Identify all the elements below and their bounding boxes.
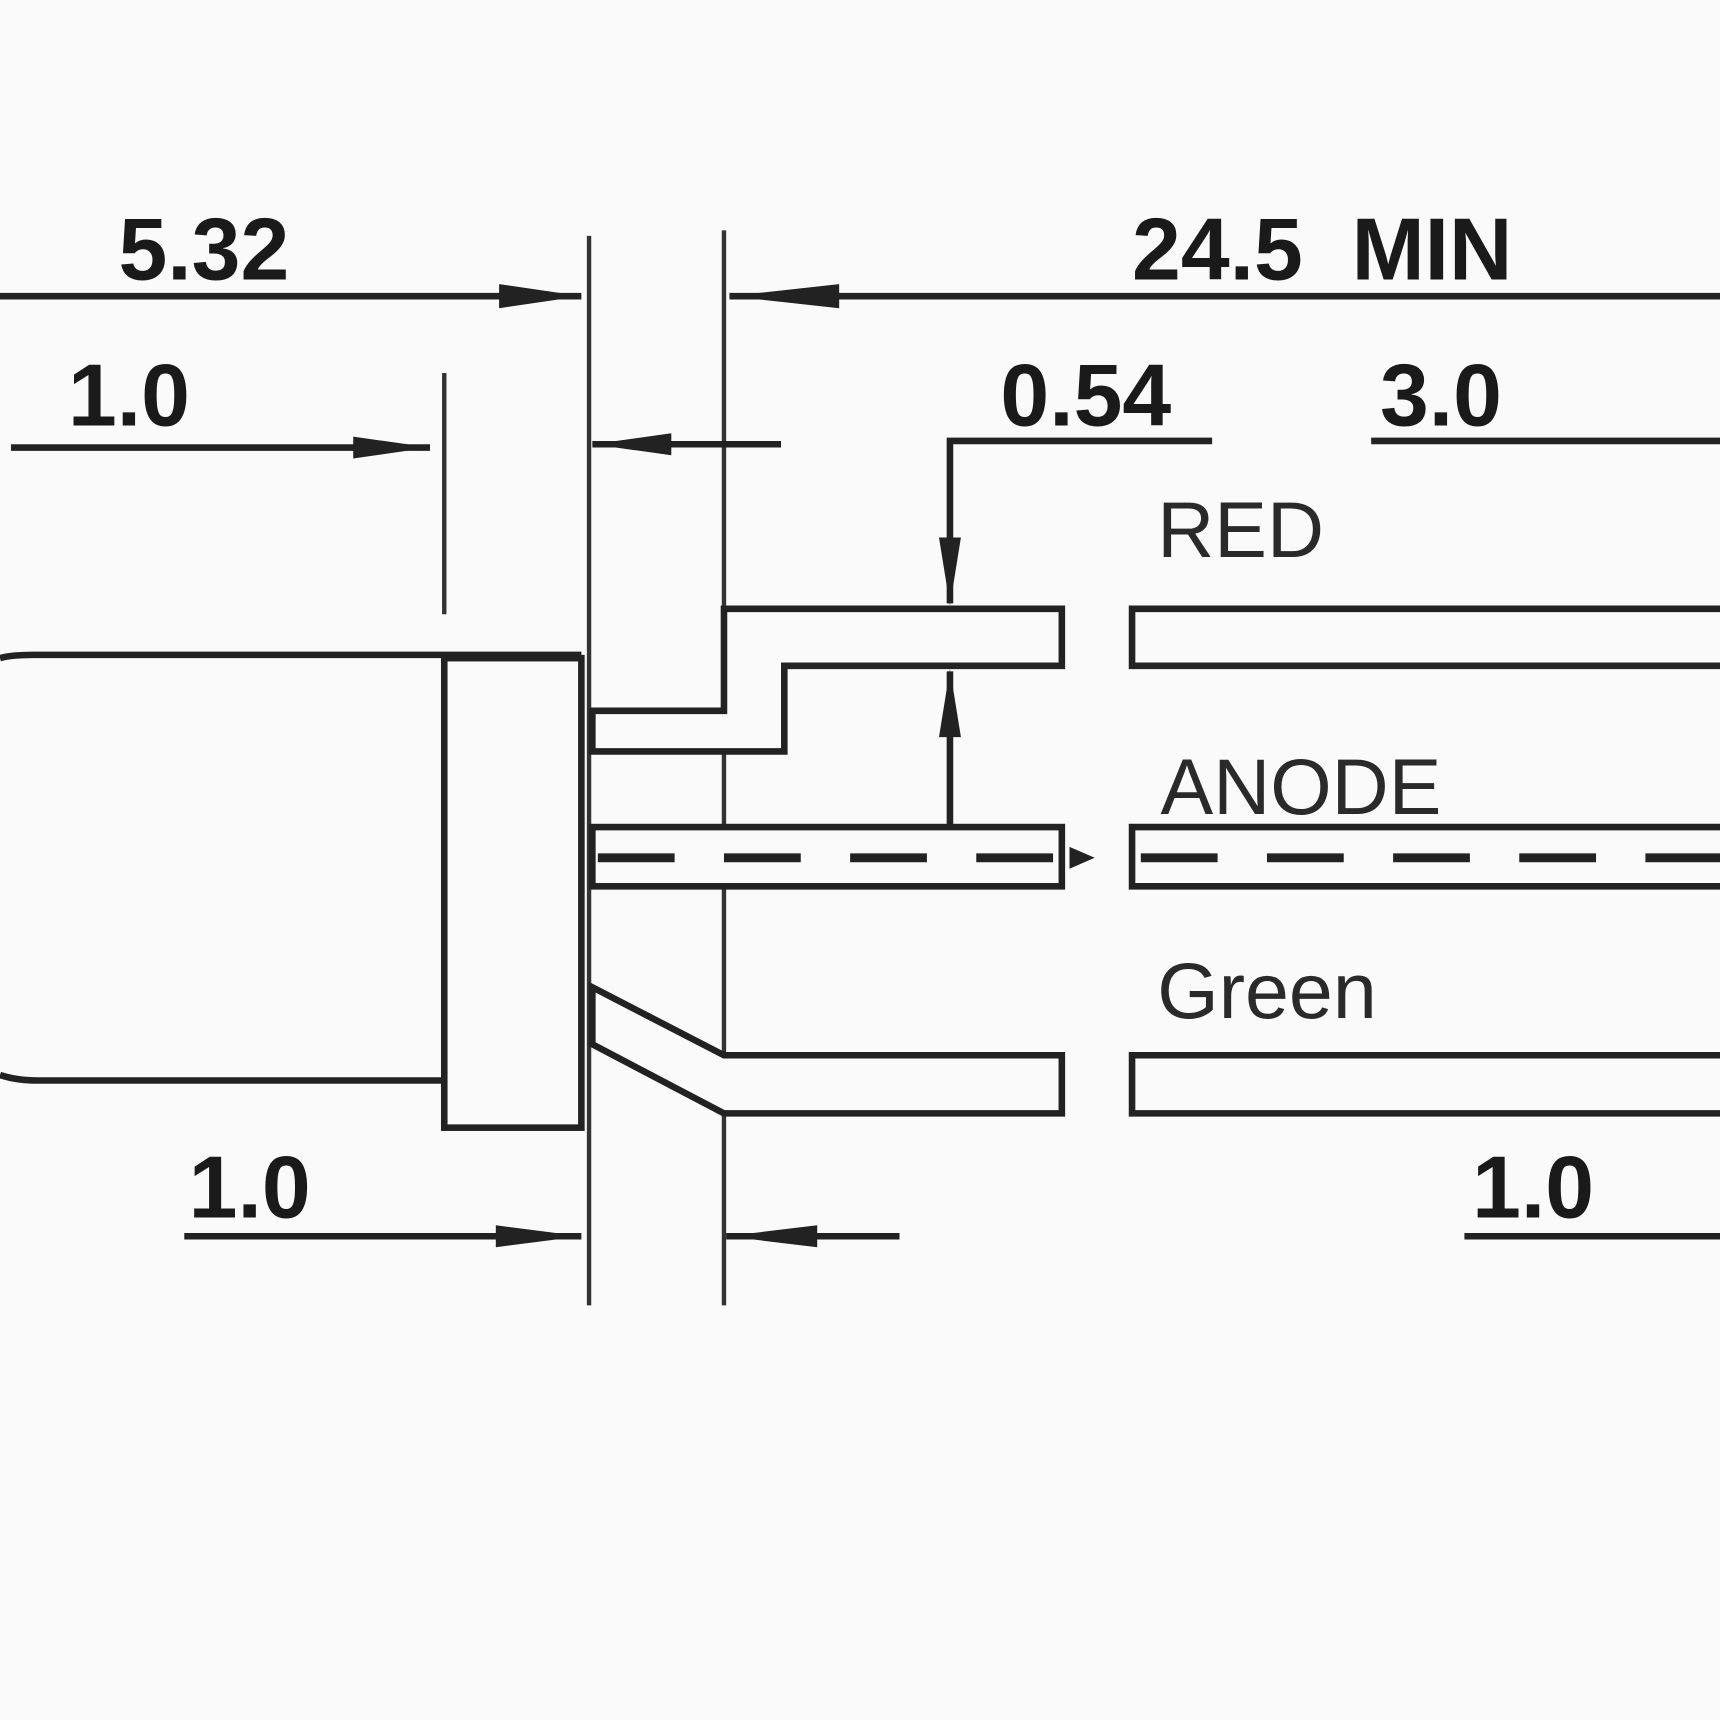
dim-label-1-0-bottom-left: 1.0 <box>189 1139 311 1237</box>
dim-label-1-0-top: 1.0 <box>68 347 190 445</box>
arrow-left-icon <box>592 433 672 456</box>
arrow-down-icon <box>938 537 961 606</box>
arrow-left-icon <box>729 284 840 309</box>
dim-label-24-5-min: 24.5 MIN <box>1132 201 1512 299</box>
dim-label-5-32: 5.32 <box>118 201 289 299</box>
anode-lead-label: ANODE <box>1161 743 1442 831</box>
dim-label-0-54: 0.54 <box>1000 347 1171 445</box>
dim-label-3-0: 3.0 <box>1380 347 1502 445</box>
green-lead-label: Green <box>1157 947 1376 1035</box>
arrow-right-icon <box>353 436 430 459</box>
green-lead-end <box>1128 1051 1720 1117</box>
arrow-up-icon <box>938 669 961 738</box>
arrow-right-icon <box>495 1225 582 1248</box>
red-lead <box>589 605 1066 755</box>
led-flange <box>440 654 585 1131</box>
green-lead <box>589 981 1066 1117</box>
red-lead-end <box>1128 605 1720 670</box>
led-body-top <box>0 651 582 662</box>
centerline-arrow-icon <box>1069 846 1095 869</box>
arrow-left-icon <box>726 1225 818 1248</box>
led-body-bottom <box>0 1071 445 1084</box>
arrow-right-icon <box>499 284 582 309</box>
dim-label-1-0-bottom-right: 1.0 <box>1472 1139 1594 1237</box>
red-lead-label: RED <box>1157 486 1324 574</box>
